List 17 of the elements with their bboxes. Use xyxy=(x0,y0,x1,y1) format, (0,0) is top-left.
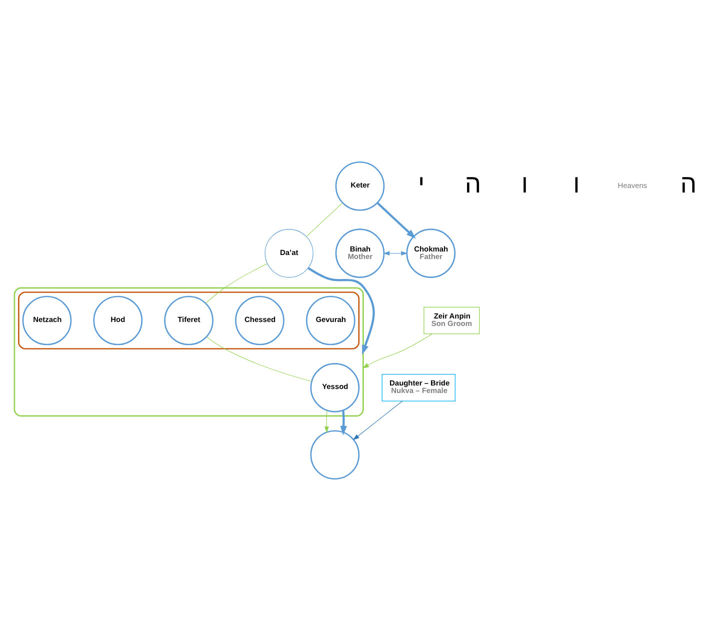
cluster xyxy=(14,286,364,416)
connector xyxy=(306,202,343,236)
arrow xyxy=(324,410,329,432)
arrow xyxy=(383,250,408,256)
label: ה xyxy=(464,170,482,198)
arrow xyxy=(362,333,432,368)
label: ו xyxy=(521,170,528,198)
connector xyxy=(206,336,312,382)
label: ה xyxy=(680,170,697,198)
arrow xyxy=(340,410,348,435)
arrow xyxy=(308,266,375,354)
connector xyxy=(205,262,268,304)
label: י xyxy=(418,170,425,198)
arrow xyxy=(352,400,403,440)
label: ו xyxy=(573,170,580,198)
cluster xyxy=(18,291,360,349)
arrow xyxy=(376,202,416,238)
